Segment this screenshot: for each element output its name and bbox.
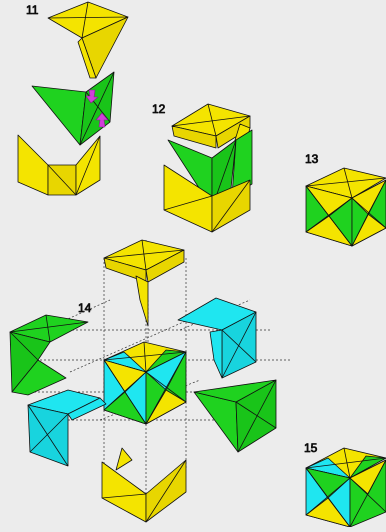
step-14-center-cube: [104, 342, 186, 424]
step-11-green-unit: [32, 72, 114, 145]
step-14-left-unit: [10, 315, 88, 395]
step-14-bottom-unit: [102, 448, 186, 522]
step-13-group: 13: [305, 152, 386, 246]
step-15-group: 15: [304, 441, 386, 527]
step-label-13: 13: [305, 152, 319, 166]
step-label-14: 14: [78, 301, 92, 315]
step-11-bottom-unit: [18, 135, 100, 195]
step-11-group: 11: [18, 2, 128, 195]
step-label-11: 11: [26, 3, 39, 17]
step-11-top-unit: [48, 2, 128, 78]
step-14-right-unit: [178, 298, 256, 378]
step-14-lower-left-unit: [28, 390, 106, 466]
step-14-top-unit: [104, 240, 184, 326]
step-12-group: 12: [152, 102, 252, 232]
step-label-12: 12: [152, 102, 166, 116]
step-label-15: 15: [304, 441, 318, 455]
step-14-lower-right-unit: [194, 380, 276, 452]
step-14-group: 14: [10, 240, 290, 522]
